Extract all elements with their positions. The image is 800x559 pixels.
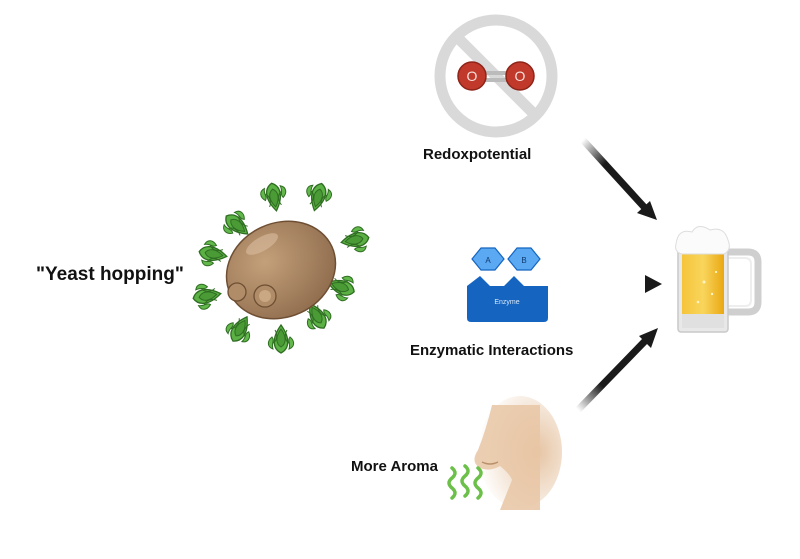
hop-cone-icon xyxy=(267,324,295,354)
aroma-waves-icon xyxy=(447,464,483,500)
arrow-enzyme-to-beer xyxy=(594,275,662,293)
redoxpotential-label: Redoxpotential xyxy=(423,146,532,163)
oxygen-atom-1-label: O xyxy=(467,68,478,84)
arrow-aroma-to-beer xyxy=(575,328,658,413)
hop-cone-icon xyxy=(258,180,290,214)
yeast-cell-icon xyxy=(190,179,372,354)
substrate-a-label: A xyxy=(485,256,491,265)
oxygen-atom-1 xyxy=(457,61,487,91)
enzyme-text: Enzyme xyxy=(494,299,519,306)
enzyme-icon: A B Enzyme xyxy=(467,247,548,322)
beer-mug-icon xyxy=(675,226,762,333)
hop-cone-icon xyxy=(338,224,372,256)
enzymatic-interactions-label: Enzymatic Interactions xyxy=(410,342,574,359)
more-aroma-label: More Aroma xyxy=(351,458,438,475)
no-oxygen-icon: O O xyxy=(434,14,558,138)
hop-cone-icon xyxy=(301,179,335,215)
oxygen-atom-2 xyxy=(505,61,535,91)
nose-icon xyxy=(474,396,562,510)
hop-cone-icon xyxy=(196,238,230,270)
oxygen-atom-2-label: O xyxy=(515,68,526,84)
substrate-b-label: B xyxy=(521,256,526,265)
yeast-hopping-label: "Yeast hopping" xyxy=(36,264,184,285)
hop-cone-icon xyxy=(221,309,259,349)
arrow-redox-to-beer xyxy=(580,137,657,220)
hop-cone-icon xyxy=(190,280,224,312)
